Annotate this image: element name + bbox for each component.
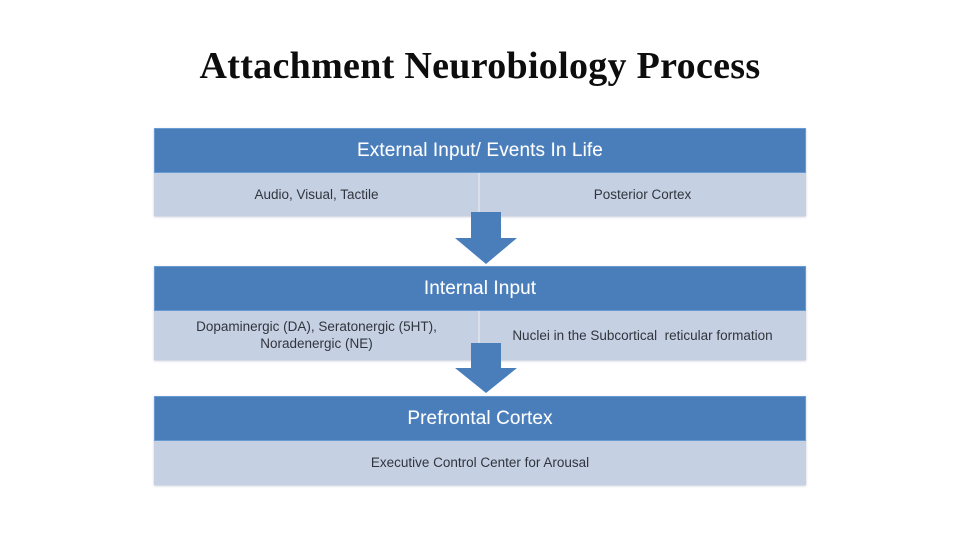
down-arrow-icon [455,343,517,393]
page-title: Attachment Neurobiology Process [199,45,761,87]
stage-external-input-body: Audio, Visual, Tactile Posterior Cortex [154,173,806,216]
stage-external-input-cell-right: Posterior Cortex [593,186,692,202]
stage-prefrontal-cortex-cell: Executive Control Center for Arousal [370,455,590,470]
stage-prefrontal-cortex-body: Executive Control Center for Arousal [154,441,806,485]
stage-internal-input-cell-right: Nuclei in the Subcortical reticular form… [512,327,773,343]
stage-prefrontal-cortex-header: Prefrontal Cortex [154,396,806,441]
attachment-neurobiology-flow-diagram: External Input/ Events In Life Audio, Vi… [154,128,806,485]
stage-internal-input[interactable]: Internal Input Dopaminergic (DA), Serato… [154,266,806,360]
stage-internal-input-body: Dopaminergic (DA), Seratonergic (5HT), N… [154,311,806,360]
down-arrow-icon [455,212,517,264]
stage-external-input-header: External Input/ Events In Life [154,128,806,173]
stage-external-input[interactable]: External Input/ Events In Life Audio, Vi… [154,128,806,216]
stage-prefrontal-cortex[interactable]: Prefrontal Cortex Executive Control Cent… [154,396,806,485]
stage-internal-input-header: Internal Input [154,266,806,311]
stage-internal-input-cell-left: Dopaminergic (DA), Seratonergic (5HT), N… [155,311,480,359]
stage-external-input-cell-left: Audio, Visual, Tactile [155,173,480,215]
